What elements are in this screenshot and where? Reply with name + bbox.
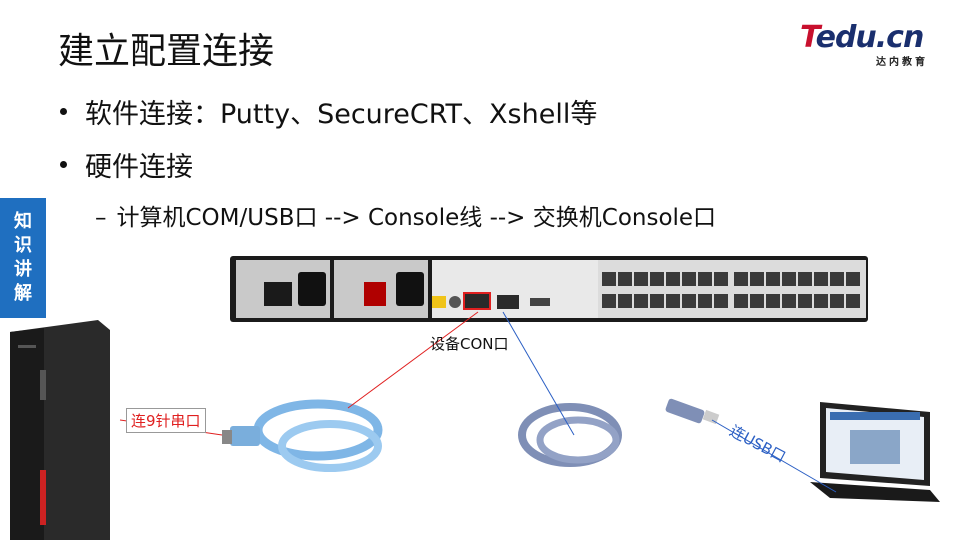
serial-console-cable — [222, 399, 383, 472]
bullet-dot — [60, 161, 67, 168]
usb-to-console-line — [502, 311, 575, 436]
usb-console-cable — [518, 398, 720, 467]
laptop-image — [810, 402, 940, 502]
sub-bullet: –计算机COM/USB口 --> Console线 --> 交换机Console… — [95, 198, 716, 232]
usb-port-label: 连USB口 — [726, 421, 789, 467]
logo-mark: Tedu.cn — [800, 20, 924, 55]
dash-marker: – — [95, 205, 107, 231]
bullet-dot — [60, 108, 67, 115]
pc-tower-image — [10, 320, 110, 540]
device-port-label: 设备CON口 — [430, 335, 509, 353]
bullet-text: 软件连接：Putty、SecureCRT、Xshell等 — [85, 99, 598, 130]
logo-subtitle: 达内教育 — [876, 57, 928, 68]
tedu-logo: Tedu.cn 达内教育 — [800, 20, 940, 68]
serial-port-label: 连9针串口 — [126, 408, 206, 433]
tab-char: 识 — [14, 235, 32, 256]
knowledge-tab: 知 识 讲 解 — [0, 198, 46, 318]
sub-bullet-text: 计算机COM/USB口 --> Console线 --> 交换机Console口 — [116, 205, 717, 231]
bullet-software: 软件连接：Putty、SecureCRT、Xshell等 — [60, 92, 597, 131]
page-title: 建立配置连接 — [58, 31, 275, 72]
tab-char: 知 — [14, 211, 32, 232]
bullet-hardware: 硬件连接 — [60, 145, 193, 184]
serial-to-console-line — [347, 311, 479, 409]
switch-image — [230, 256, 868, 322]
tab-char: 解 — [14, 283, 32, 304]
bullet-text: 硬件连接 — [85, 152, 193, 183]
tab-char: 讲 — [14, 259, 32, 280]
